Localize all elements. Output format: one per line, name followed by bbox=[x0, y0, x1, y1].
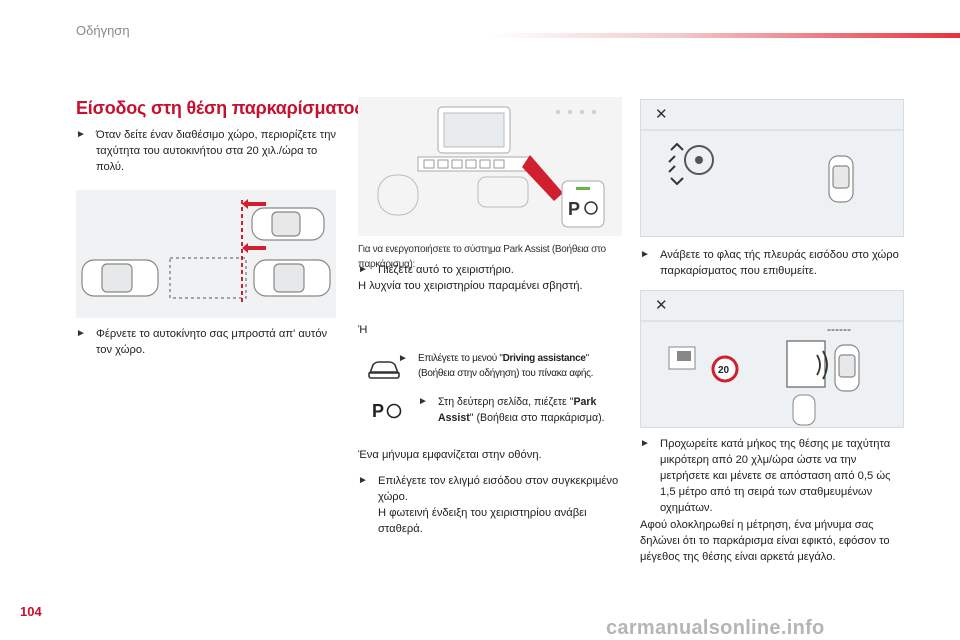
menu-instruction: ► Επιλέγετε το μενού "Driving assistance… bbox=[398, 351, 628, 381]
speed-sign-text: 20 bbox=[718, 365, 730, 376]
bullet-arrow-icon: ► bbox=[358, 475, 368, 486]
bullet-arrow-icon: ► bbox=[640, 438, 650, 449]
col1-text-2: Φέρνετε το αυτοκίνητο σας μπροστά απ' αυ… bbox=[96, 328, 328, 356]
screen-measuring-panel: ✕ ------ 20 bbox=[640, 290, 904, 428]
bullet-arrow-icon: ► bbox=[640, 249, 650, 260]
bullet-arrow-icon: ► bbox=[358, 264, 368, 275]
measure-text: Προχωρείτε κατά μήκος της θέσης με ταχύτ… bbox=[660, 438, 891, 514]
car-top-icon bbox=[834, 344, 860, 392]
dashboard-illustration: P bbox=[358, 97, 622, 236]
header-rule bbox=[490, 33, 960, 38]
or-label: Ή bbox=[358, 324, 368, 336]
svg-text:P: P bbox=[372, 401, 384, 421]
close-icon: ✕ bbox=[655, 106, 668, 123]
col3-paragraph-3: Αφού ολοκληρωθεί η μέτρηση, ένα μήνυμα σ… bbox=[640, 519, 890, 563]
watermark-footer: carmanualsonline.info bbox=[606, 617, 825, 639]
section-header: Οδήγηση bbox=[76, 23, 130, 38]
message-text: Ένα μήνυμα εμφανίζεται στην οθόνη. bbox=[358, 449, 542, 461]
dashes-text: ------ bbox=[827, 322, 851, 336]
col2-paragraph-select: ► Επιλέγετε τον ελιγμό εισόδου στον συγκ… bbox=[358, 473, 628, 537]
moving-car-icon bbox=[251, 207, 325, 241]
close-icon: ✕ bbox=[655, 297, 668, 314]
park-assist-icon: P bbox=[568, 199, 580, 219]
col2-paragraph-1: ► Πιέζετε αυτό το χειριστήριο. Η λυχνία … bbox=[358, 262, 628, 294]
parked-car-right-icon bbox=[253, 259, 331, 297]
parked-car-left-icon bbox=[81, 259, 159, 297]
activation-caption: Για να ενεργοποιήσετε το σύστημα Park As… bbox=[358, 244, 606, 270]
page2-instruction: ► Στη δεύτερη σελίδα, πιέζετε "Park Assi… bbox=[418, 394, 628, 426]
page-number: 104 bbox=[20, 604, 42, 619]
page2-bold: Park Assist bbox=[438, 396, 597, 424]
lamp-status-text: Η λυχνία του χειριστηρίου παραμένει σβησ… bbox=[358, 280, 583, 292]
park-assist-menu-icon: P bbox=[370, 398, 404, 427]
col3-paragraph-2: ► Προχωρείτε κατά μήκος της θέσης με ταχ… bbox=[640, 436, 906, 516]
lamp-steady-text: Η φωτεινή ένδειξη του χειριστηρίου ανάβε… bbox=[378, 507, 587, 535]
menu-post: " (Βοήθεια στην οδήγηση) του πίνακα αφής… bbox=[418, 353, 594, 379]
menu-bold: Driving assistance bbox=[502, 353, 586, 364]
bullet-arrow-icon: ► bbox=[76, 129, 86, 140]
col1-paragraph-2: ► Φέρνετε το αυτοκίνητο σας μπροστά απ' … bbox=[76, 326, 338, 358]
driving-assistance-icon bbox=[366, 357, 402, 386]
press-control-text: Πιέζετε αυτό το χειριστήριο. bbox=[378, 264, 514, 276]
parking-diagram bbox=[81, 199, 331, 302]
page-title: Είσοδος στη θέση παρκαρίσματος bbox=[76, 98, 364, 118]
bullet-arrow-icon: ► bbox=[418, 396, 428, 407]
screen-indicator-panel: ✕ bbox=[640, 99, 904, 237]
car-top-icon bbox=[828, 155, 854, 203]
bullet-arrow-icon: ► bbox=[398, 353, 408, 364]
speed-limit-icon bbox=[711, 355, 739, 383]
parking-approach-illustration bbox=[76, 190, 336, 318]
col3-paragraph-1: ► Ανάβετε το φλας τής πλευράς εισόδου στ… bbox=[640, 247, 906, 279]
bullet-arrow-icon: ► bbox=[76, 328, 86, 339]
select-manoeuvre-text: Επιλέγετε τον ελιγμό εισόδου στον συγκεκ… bbox=[378, 475, 619, 503]
indicator-text: Ανάβετε το φλας τής πλευράς εισόδου στο … bbox=[660, 249, 899, 277]
menu-pre: Επιλέγετε το μενού " bbox=[418, 353, 503, 364]
col1-text-1: Όταν δείτε έναν διαθέσιμο χώρο, περιορίζ… bbox=[96, 129, 337, 173]
page2-pre: Στη δεύτερη σελίδα, πιέζετε " bbox=[438, 396, 574, 408]
col1-paragraph-1: ► Όταν δείτε έναν διαθέσιμο χώρο, περιορ… bbox=[76, 127, 338, 175]
page2-post: " (Βοήθεια στο παρκάρισμα). bbox=[469, 412, 605, 424]
